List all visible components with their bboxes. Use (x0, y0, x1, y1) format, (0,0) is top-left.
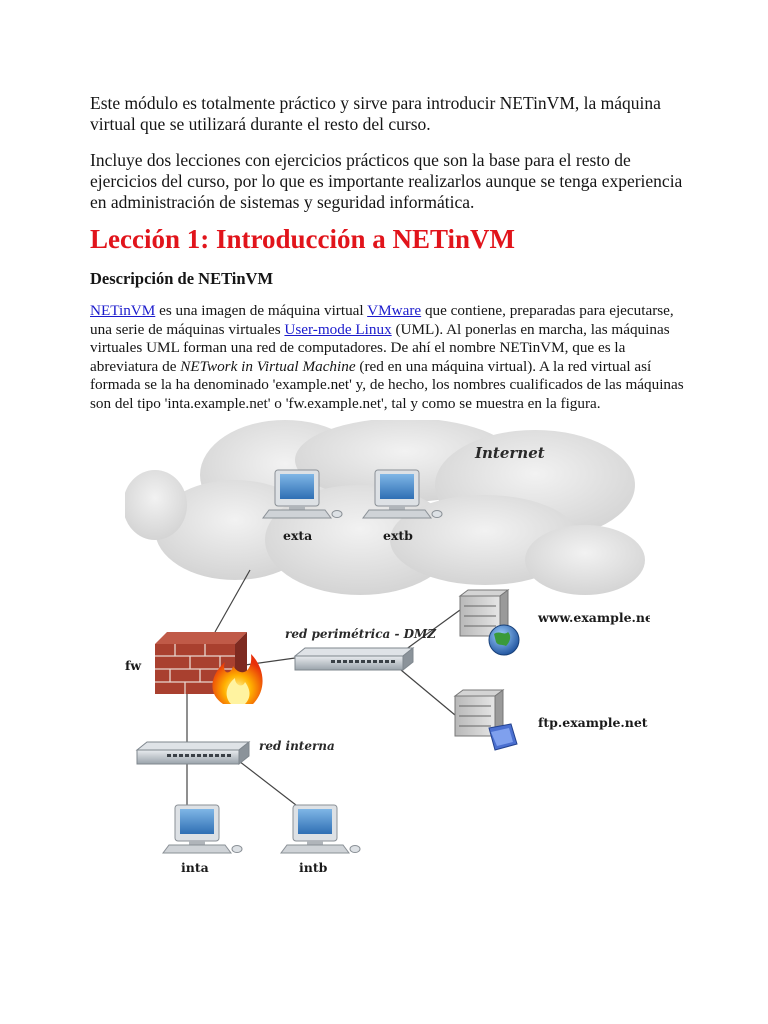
text-segment: es una imagen de máquina virtual (155, 302, 368, 319)
dmz-label: red perimétrica - DMZ (285, 627, 437, 641)
intro-paragraph-2: Incluye dos lecciones con ejercicios prá… (90, 150, 683, 212)
fw-label: fw (125, 658, 142, 673)
internet-label: Internet (474, 444, 545, 462)
exta-label: exta (283, 528, 312, 543)
ftp-server-icon (453, 689, 518, 751)
text-segment: (UML). Al ponerlas en marcha, las máquin… (90, 320, 670, 375)
internet-cloud (125, 420, 645, 595)
extb-label: extb (383, 528, 413, 543)
intb-computer-icon (280, 804, 361, 854)
exta-computer-icon (262, 469, 343, 519)
vmware-link[interactable]: VMware (367, 302, 422, 319)
www-server-icon (458, 589, 520, 656)
text-segment: que contiene, preparadas para ejecutarse… (90, 302, 674, 338)
description-paragraph: NETinVM es una imagen de máquina virtual… (90, 302, 690, 414)
network-diagram: Internet exta (125, 420, 650, 880)
www-label: www.example.net (537, 610, 650, 625)
dmz-switch-icon (293, 646, 415, 672)
lesson-title: Lección 1: Introducción a NETinVM (90, 224, 516, 254)
internal-switch-icon (135, 740, 251, 766)
inta-label: inta (181, 860, 209, 875)
section-subtitle: Descripción de NETinVM (90, 269, 274, 288)
text-segment: (red en una máquina virtual). A la red v… (90, 357, 684, 412)
user-mode-linux-link[interactable]: User-mode Linux (284, 320, 392, 338)
network-diagram-svg: Internet exta (125, 420, 650, 875)
emphasis-text: NETwork in Virtual Machine (180, 357, 356, 375)
internal-network-label: red interna (259, 739, 335, 753)
intb-label: intb (299, 860, 328, 875)
extb-computer-icon (362, 469, 443, 519)
ftp-label: ftp.example.net (538, 715, 648, 730)
intro-paragraph-1: Este módulo es totalmente práctico y sir… (90, 93, 661, 134)
firewall-icon (155, 632, 263, 704)
netinvm-link[interactable]: NETinVM (90, 302, 156, 319)
inta-computer-icon (162, 804, 243, 854)
